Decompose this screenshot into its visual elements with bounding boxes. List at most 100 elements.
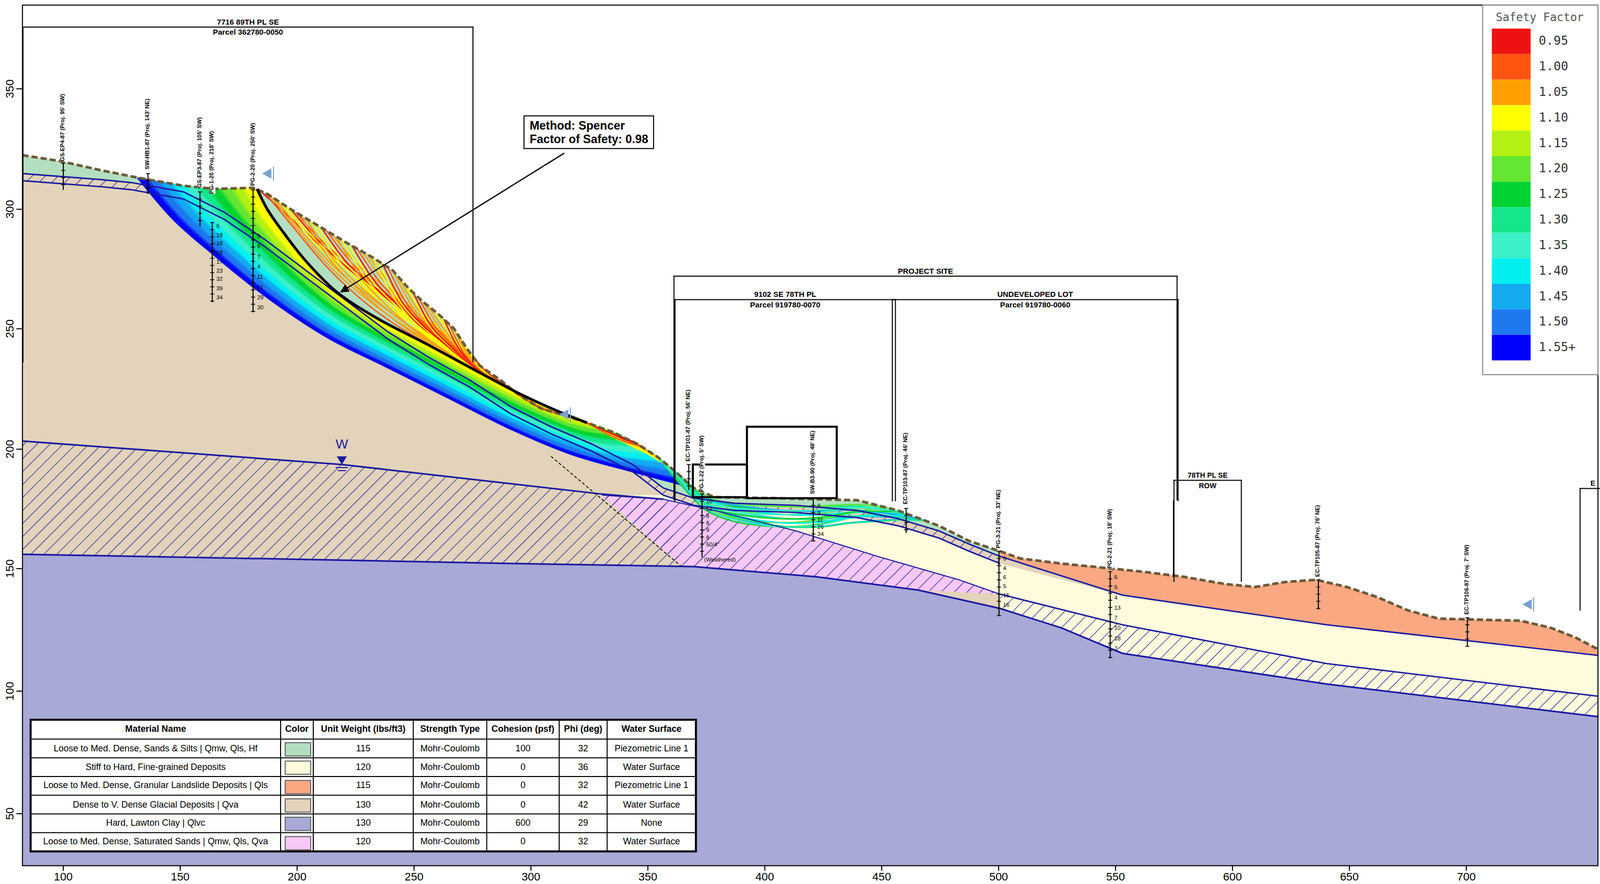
borehole-tick — [699, 515, 704, 517]
borehole-tick — [251, 296, 256, 298]
text-label: Piezometric Line 1 — [606, 739, 696, 758]
slip-surface — [180, 185, 656, 456]
borehole-tick — [997, 579, 1002, 581]
legend-swatch — [1492, 54, 1531, 80]
slip-surface — [188, 186, 649, 451]
borehole-tick — [811, 497, 816, 499]
text-label: Strength Type — [413, 719, 487, 740]
slip-surface — [145, 179, 688, 482]
borehole-tick — [1108, 613, 1113, 615]
text-label: 16 — [1003, 602, 1010, 608]
legend-label: Loose to Med. Dense, Saturated Sands | Q… — [30, 832, 281, 851]
legend-row: 1.20 — [1492, 156, 1594, 182]
text-label: EC-TP101-87 (Proj. 56' NE) — [685, 389, 692, 462]
borehole-tick — [1108, 606, 1113, 608]
borehole-tick — [1316, 593, 1321, 595]
slip-surface — [398, 276, 658, 457]
text-label: 32 — [559, 832, 608, 851]
borehole-tick — [251, 232, 256, 234]
table-rule — [30, 813, 696, 815]
slip-surface — [193, 186, 645, 448]
legend-label: 1.20 — [1538, 162, 1569, 175]
borehole-tick — [997, 557, 1002, 559]
text-label: 120 — [313, 757, 414, 777]
text-label: EC-TP103-87 (Proj. 46' NE) — [903, 432, 909, 505]
borehole-tick — [699, 493, 704, 495]
text-label: Mohr-Coulomb — [413, 832, 487, 851]
borehole-line — [905, 508, 907, 533]
borehole-tick — [61, 177, 66, 179]
slip-surface — [137, 177, 694, 488]
axis-tick — [1348, 865, 1350, 871]
table-rule — [30, 831, 696, 833]
legend-label: Stiff to Hard, Fine-grained Deposits — [30, 757, 281, 777]
axis-tick — [998, 865, 1000, 871]
slip-surface — [149, 179, 683, 478]
slip-surface — [155, 180, 678, 474]
slip-surface — [179, 184, 657, 456]
slip-surface — [247, 187, 596, 426]
legend-swatch — [284, 779, 312, 794]
slip-surface — [255, 188, 589, 424]
callout-leader — [340, 153, 565, 292]
text-label: 250 — [4, 319, 16, 338]
layer-boundary — [1000, 556, 1598, 656]
slip-surface — [156, 180, 677, 473]
borehole-tick — [210, 236, 215, 238]
piezometric-marker — [559, 409, 569, 420]
borehole-tick — [251, 203, 256, 205]
text-label: 7 — [257, 254, 261, 261]
slip-surface — [199, 187, 640, 445]
node-text: UNDEVELOPED LOT — [892, 290, 1178, 300]
borehole-tick — [251, 261, 256, 263]
legend-swatch — [1492, 156, 1531, 182]
slip-surface — [423, 302, 649, 452]
slip-surface — [250, 187, 593, 425]
text-label: PG-1-22 (Proj. 5' SW) — [699, 435, 705, 492]
text-label: 100 — [486, 739, 560, 758]
legend-swatch — [1492, 79, 1531, 106]
text-label: 600 — [1222, 871, 1242, 883]
text-label: 120 — [313, 832, 414, 851]
callout-box: Method: SpencerFactor of Safety: 0.98 — [523, 115, 655, 150]
text-label: 34 — [817, 531, 824, 538]
borehole-line — [1317, 579, 1319, 609]
slip-surface — [270, 195, 650, 452]
borehole-line — [211, 222, 213, 303]
text-label: Unit Weight (lbs/ft3) — [313, 719, 414, 740]
borehole-tick — [811, 504, 816, 506]
borehole-tick — [251, 303, 256, 305]
slip-surface — [331, 233, 650, 451]
borehole-tick — [811, 540, 816, 542]
slip-surface — [190, 186, 647, 450]
text-label: 115 — [313, 739, 414, 758]
borehole-tick — [1108, 578, 1113, 580]
borehole-tick — [210, 293, 215, 295]
borehole-tick — [997, 564, 1002, 566]
text-label: Phi (deg) — [559, 719, 608, 740]
borehole-tick — [210, 286, 215, 288]
slip-surface — [159, 181, 675, 471]
text-label: 36 — [559, 757, 608, 777]
borehole-tick — [251, 189, 256, 191]
slip-surface — [187, 186, 650, 452]
text-label: 150 — [170, 871, 190, 883]
borehole-tick — [61, 170, 66, 172]
slip-surface — [148, 179, 684, 479]
slip-surface — [189, 186, 648, 451]
text-label: 9 — [817, 503, 821, 509]
text-label: (Weathered) — [703, 557, 736, 563]
axis-tick — [16, 327, 23, 329]
borehole-tick — [210, 250, 215, 252]
borehole-tick — [1108, 642, 1113, 644]
axis-tick — [1232, 865, 1234, 871]
text-label: 8 — [706, 513, 710, 520]
parcel-bracket: E — [1579, 487, 1600, 611]
text-label: PG-3-21 (Proj. 33' NE) — [996, 489, 1002, 548]
node-text: PROJECT SITE — [674, 267, 1177, 276]
borehole-tick — [686, 477, 691, 479]
borehole-tick — [210, 243, 215, 245]
legend-swatch — [1492, 28, 1531, 55]
slip-surface — [306, 218, 658, 457]
